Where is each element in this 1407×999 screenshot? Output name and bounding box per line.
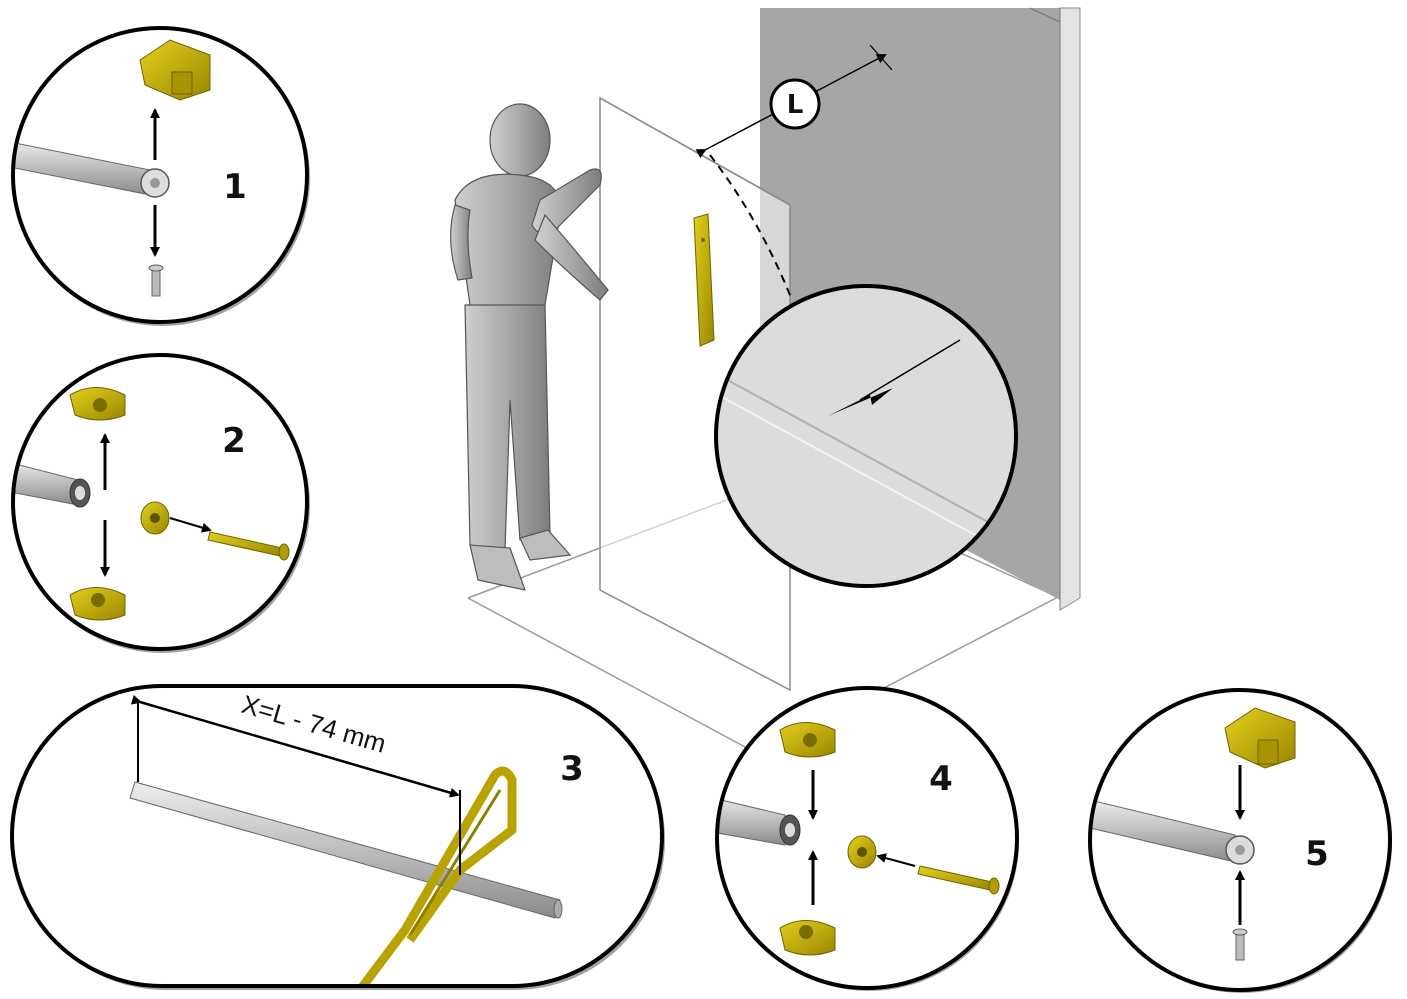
end-cap-part: [1224, 707, 1296, 769]
zoom-detail: [714, 284, 1018, 588]
hacksaw-tool: [356, 766, 517, 986]
zoom-arrow-head: [828, 388, 893, 416]
bottom-cap-part: [779, 920, 836, 956]
bolt-part: [917, 865, 1000, 895]
door-bracket: [693, 213, 715, 347]
step-4-number: 4: [929, 759, 953, 799]
bottom-cap-part: [69, 587, 126, 621]
person-figure: [450, 103, 609, 591]
step-1-number: 1: [223, 167, 247, 207]
end-cap-part: [139, 39, 211, 101]
step-2-panel: 2: [11, 353, 310, 653]
tube-rod: [13, 459, 91, 508]
l-label: L: [787, 90, 804, 120]
step-1-panel: 1: [11, 26, 310, 326]
step-4-panel: 4: [715, 686, 1019, 991]
leader-dashed: [709, 154, 793, 301]
top-cap-part: [779, 722, 836, 758]
plug-part: [847, 835, 877, 869]
bolt-part: [207, 531, 290, 561]
step-5-number: 5: [1305, 834, 1329, 874]
step-3-panel: X=L - 74 mm 3: [10, 684, 665, 990]
dimension-l: L: [695, 44, 893, 301]
dimension-x: [130, 694, 460, 798]
step-5-panel: 5: [1088, 688, 1392, 993]
screw-part: [148, 264, 164, 297]
tube-rod: [1090, 799, 1255, 865]
step-2-number: 2: [222, 421, 246, 461]
tube-rod: [13, 139, 170, 198]
main-scene: L: [450, 7, 1081, 756]
floor-edge-left: [467, 597, 761, 756]
plug-part: [140, 501, 170, 535]
step-3-number: 3: [560, 749, 584, 789]
l-label-circle: [769, 78, 821, 130]
floor-edge-right: [879, 596, 1059, 691]
screw-part: [1232, 928, 1248, 961]
glass-door: [599, 96, 791, 692]
top-cap-part: [69, 387, 126, 421]
